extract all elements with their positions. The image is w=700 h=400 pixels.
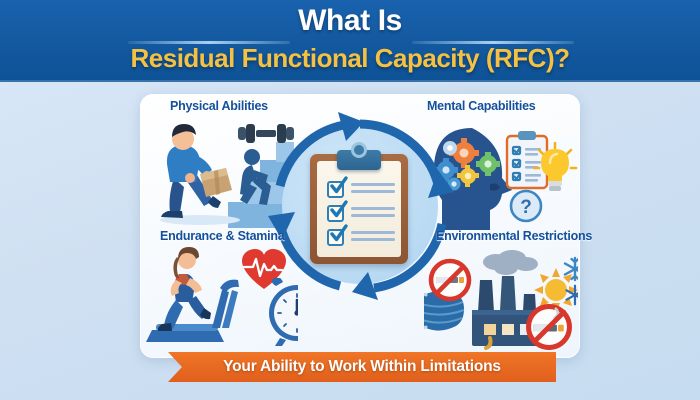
clipboard-clamp (337, 150, 381, 170)
person-climbing-stairs-icon (240, 149, 271, 205)
checklist-line (351, 183, 395, 187)
question-mark-badge-icon: ? (509, 189, 543, 223)
clipboard-ring (351, 142, 367, 158)
svg-text:?: ? (520, 197, 532, 218)
mental-capabilities-illustration: ? (428, 112, 578, 230)
dumbbell-icon (238, 124, 294, 143)
check-mark-icon (330, 176, 348, 194)
quadrant-label-environmental-restrictions: Environmental Restrictions (436, 229, 593, 243)
checklist-line (351, 231, 395, 235)
head-with-gears-icon (433, 128, 512, 230)
quadrant-label-mental-capabilities: Mental Capabilities (427, 99, 536, 113)
lightbulb-icon (532, 142, 578, 191)
check-mark-icon (330, 200, 348, 218)
snowflake-icon (565, 284, 578, 306)
header-rule-right (412, 41, 574, 44)
clipboard-checklist-icon (310, 142, 408, 264)
circular-arrows-icon (268, 112, 454, 300)
quadrant-label-physical-abilities: Physical Abilities (170, 99, 268, 113)
bottom-banner-shape (168, 352, 556, 382)
checklist-line (351, 238, 395, 242)
header-rule-left (128, 41, 290, 44)
woman-on-treadmill-icon (146, 247, 239, 342)
factory-smokestacks-icon (472, 250, 552, 350)
page-title-line1: What Is (298, 4, 402, 37)
endurance-stamina-illustration (146, 244, 298, 354)
header-banner: What Is Residual Functional Capacity (RF… (0, 0, 700, 82)
bottom-banner: Your Ability to Work Within Limitations (168, 352, 556, 382)
bottom-banner-text: Your Ability to Work Within Limitations (223, 358, 501, 375)
alarm-clock-icon (269, 278, 298, 346)
clipboard-checklist-icon (505, 131, 549, 190)
environmental-restrictions-illustration (424, 244, 578, 354)
checklist-line (351, 190, 395, 194)
no-smoking-icon (428, 258, 472, 302)
snowflake-icon (563, 256, 578, 282)
sun-icon (534, 268, 578, 312)
checklist-line (351, 214, 395, 218)
quadrant-label-endurance-stamina: Endurance & Stamina (160, 229, 285, 243)
no-smoking-icon (526, 304, 572, 350)
checklist-line (351, 207, 395, 211)
check-mark-icon (330, 224, 348, 242)
man-lifting-box-icon (160, 124, 240, 225)
page-title-line2: Residual Functional Capacity (RFC)? (130, 43, 571, 73)
